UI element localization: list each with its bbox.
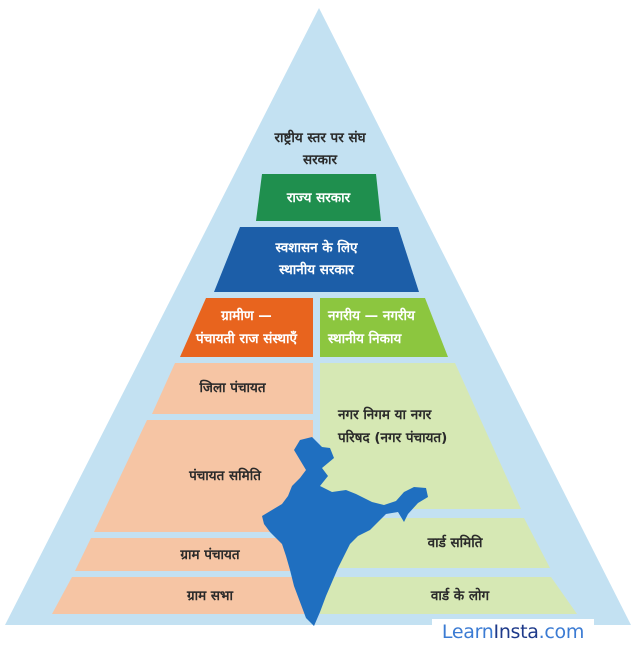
urban-header-box	[320, 298, 448, 357]
watermark-part-2: Insta	[493, 621, 539, 643]
watermark-part-1: Learn	[441, 621, 494, 643]
state-government-label: राज्य सरकार	[286, 190, 351, 206]
district-panchayat-label: जिला पंचायत	[199, 380, 266, 396]
rural-header-label-line-2: पंचायती राज संस्थाएँ	[196, 331, 297, 347]
rural-header-label-line-1: ग्रामीण —	[221, 308, 272, 324]
local-self-government-box	[214, 227, 419, 292]
rural-header-box	[180, 298, 313, 357]
block-panchayat-label: पंचायत समिति	[189, 468, 261, 484]
ward-committee-label: वार्ड समिति	[427, 535, 483, 551]
apex-label-line-1: राष्ट्रीय स्तर पर संघ	[274, 130, 366, 146]
block-panchayat-box	[94, 420, 313, 532]
india-map-icon	[262, 437, 428, 626]
local-self-gov-label-line-1: स्वशासन के लिए	[275, 240, 358, 256]
watermark-part-3: .com	[538, 621, 585, 643]
village-panchayat-label: ग्राम पंचायत	[180, 547, 240, 563]
municipal-corporation-box	[320, 363, 521, 509]
corporation-label-line-2: परिषद (नगर पंचायत)	[338, 430, 448, 446]
gram-sabha-box	[52, 577, 313, 614]
ward-people-box	[320, 577, 577, 614]
urban-header-label-line-1: नगरीय — नगरीय	[328, 308, 415, 324]
district-panchayat-box	[152, 363, 313, 414]
state-government-box	[256, 174, 381, 221]
village-panchayat-box	[75, 538, 313, 571]
ward-committee-box	[320, 518, 550, 568]
urban-header-label-line-2: स्थानीय निकाय	[328, 331, 402, 347]
learninsta-watermark: LearnInsta.com	[432, 619, 594, 645]
gram-sabha-label: ग्राम सभा	[187, 588, 233, 604]
corporation-label-line-1: नगर निगम या नगर	[338, 407, 432, 423]
local-self-gov-label-line-2: स्थानीय सरकार	[279, 262, 354, 278]
apex-label-line-2: सरकार	[302, 152, 338, 168]
ward-people-label: वार्ड के लोग	[430, 588, 490, 604]
